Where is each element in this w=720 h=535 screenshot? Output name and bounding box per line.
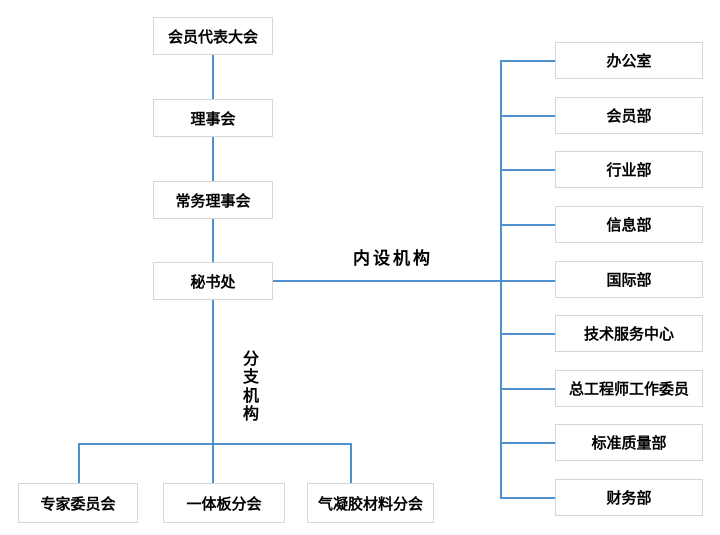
connector-internal-spine [500, 60, 502, 497]
box-dept-membership: 会员部 [555, 97, 703, 134]
box-member-congress: 会员代表大会 [153, 17, 273, 55]
connector-branch-bar [78, 443, 351, 445]
connector-dept-stub [500, 224, 555, 226]
box-branch-aerogel-materials: 气凝胶材料分会 [307, 483, 434, 523]
box-dept-standards-quality: 标准质量部 [555, 424, 703, 461]
connector-dept-stub [500, 442, 555, 444]
box-dept-finance: 财务部 [555, 479, 703, 516]
box-dept-information: 信息部 [555, 206, 703, 243]
connector-chain-3 [212, 219, 214, 262]
connector-dept-stub [500, 388, 555, 390]
box-dept-tech-service: 技术服务中心 [555, 315, 703, 352]
box-dept-international: 国际部 [555, 261, 703, 298]
box-dept-office: 办公室 [555, 42, 703, 79]
connector-dept-stub [500, 60, 555, 62]
box-branch-expert-committee: 专家委员会 [18, 483, 138, 523]
box-dept-industry: 行业部 [555, 151, 703, 188]
connector-dept-stub [500, 333, 555, 335]
connector-dept-stub [500, 497, 555, 499]
connector-chain-1 [212, 55, 214, 99]
label-internal-organs: 内设机构 [353, 249, 433, 268]
connector-internal-main [273, 280, 555, 282]
box-standing-council: 常务理事会 [153, 181, 273, 219]
box-secretariat: 秘书处 [153, 262, 273, 300]
label-branch-organs: 分支机构 [242, 351, 259, 424]
connector-branch-drop-right [350, 443, 352, 483]
box-council: 理事会 [153, 99, 273, 137]
connector-dept-stub [500, 169, 555, 171]
connector-chain-2 [212, 137, 214, 181]
box-dept-chief-engineer: 总工程师工作委员 [555, 370, 703, 407]
connector-branch-drop-left [78, 443, 80, 483]
connector-branch-trunk [212, 300, 214, 483]
connector-dept-stub [500, 115, 555, 117]
box-branch-integrated-panel: 一体板分会 [163, 483, 285, 523]
